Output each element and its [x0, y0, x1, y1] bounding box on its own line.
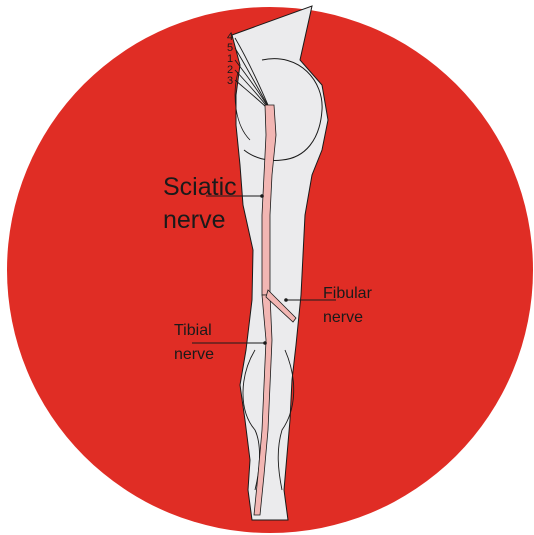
- sciatic-leader-dot: [260, 194, 264, 198]
- tibial-label-line2: nerve: [174, 346, 214, 363]
- tibial-leader-dot: [263, 341, 267, 345]
- root-number-labels: 4 5 1 2 3: [227, 31, 233, 87]
- fibular-leader-dot: [284, 298, 288, 302]
- fibular-label-line1: Fibular: [323, 285, 373, 302]
- fibular-label-line2: nerve: [323, 309, 363, 326]
- sciatic-label-line1: Sciatic: [163, 173, 237, 201]
- sciatic-label-line2: nerve: [163, 206, 226, 234]
- root-number-3: 3: [227, 75, 233, 87]
- tibial-label-line1: Tibial: [174, 322, 212, 339]
